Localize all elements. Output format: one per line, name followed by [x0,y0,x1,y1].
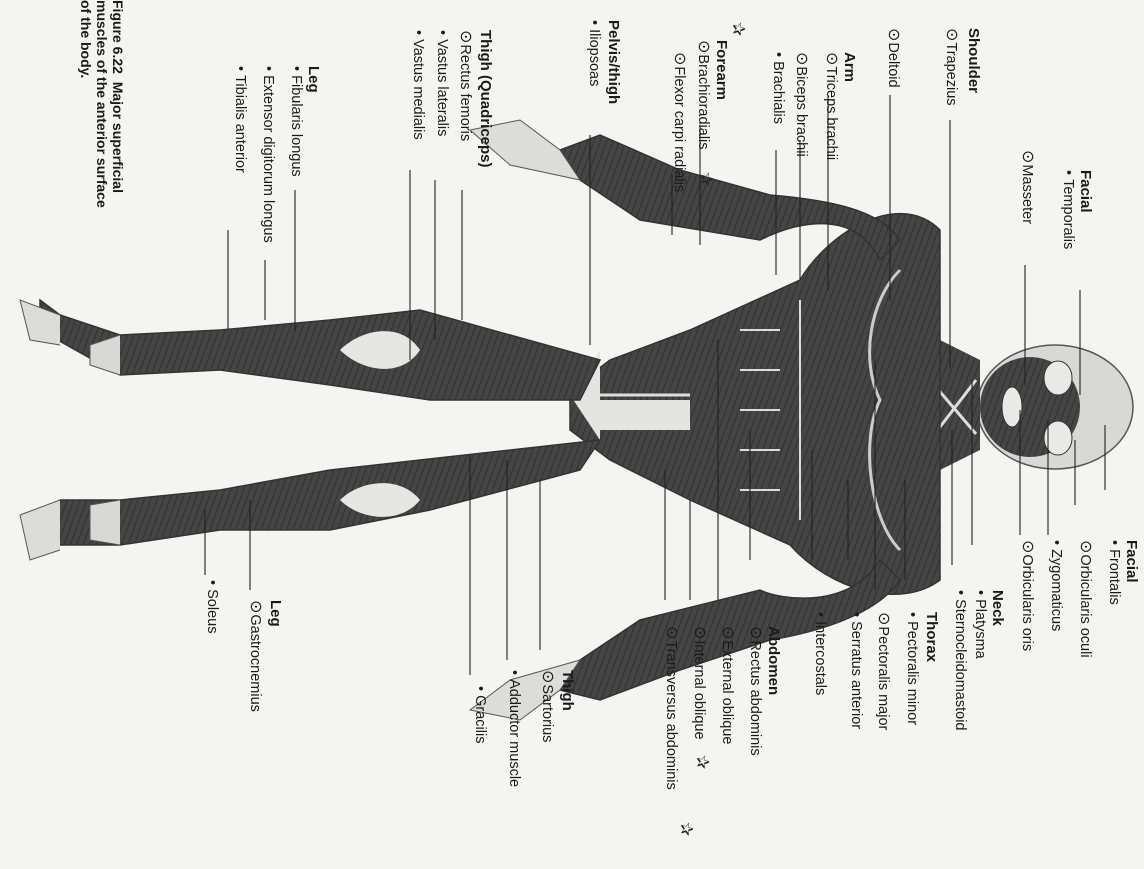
brachioradialis-label: Brachioradialis [694,40,712,150]
leg-lower-outline [20,440,600,560]
trapezius-label: Trapezius [942,28,960,106]
shoulder-heading: Shoulder [965,28,982,93]
torso-outline [570,214,940,595]
biceps-label: Biceps brachii [792,52,810,157]
head-outline [977,345,1133,469]
pectoralis-major-label: Pectoralis major [874,612,892,730]
extensor-digitorum-label: Extensor digitorum longus [259,66,276,243]
caption-text-2: muscles of the anterior surface [94,0,110,208]
vastus-lateralis-label: Vastus lateralis [433,30,450,136]
platysma-label: Platysma [971,590,988,659]
figure-number: Figure 6.22 [110,0,126,74]
forearm-heading: Forearm [713,40,730,100]
gastrocnemius-label: Gastrocnemius [246,600,264,712]
thigh-heading-left: Thigh (Quadriceps) [477,30,494,168]
thorax-heading: Thorax [923,612,940,662]
figure-caption-line1: Figure 6.22 Major superficial [110,0,126,193]
thigh-heading-right: Thigh [559,670,576,711]
pelvis-heading: Pelvis/thigh [605,20,622,104]
frontalis-label: Frontalis [1105,540,1122,605]
sartorius-label: Sartorius [538,670,556,742]
fibularis-label: Fibularis longus [287,66,304,177]
arm-lower-outline [470,560,900,720]
rectus-abdominis-label: Rectus abdominis [746,626,764,756]
star-mark-icon: ✰ [692,755,712,769]
brachialis-label: Brachialis [769,52,786,124]
tibialis-label: Tibialis anterior [231,66,248,173]
leg-heading-left: Leg [305,66,322,93]
caption-text-3: of the body. [78,0,94,78]
star-mark-icon: ✰ [676,822,696,836]
leg-upper-outline [20,300,600,400]
triceps-label: Triceps brachii [822,52,840,160]
masseter-label: Masseter [1018,150,1036,224]
sternocleidomastoid-label: Sternocleidomastoid [951,590,968,731]
rectus-femoris-label: Rectus femoris [456,30,474,141]
facial-heading-right: Facial [1123,540,1140,583]
intercostals-label: Intercostals [811,612,828,695]
adductor-label: Adductor muscle [505,670,522,787]
external-oblique-label: External oblique [718,626,736,744]
neck-heading: Neck [989,590,1006,626]
transversus-abdominis-label: Transversus abdominis [662,626,680,790]
gracilis-label: Gracilis [471,686,488,743]
orbicularis-oris-label: Orbicularis oris [1018,540,1036,651]
deltoid-label: Deltoid [884,28,902,88]
arm-heading: Arm [841,52,858,82]
internal-oblique-label: Internal oblique [690,626,708,740]
pectoralis-minor-label: Pectoralis minor [903,612,920,725]
temporalis-label: Temporalis [1059,170,1076,249]
flexor-carpi-label: Flexor carpi radialis [670,52,688,192]
iliopsoas-label: Iliopsoas [585,20,602,86]
leg-heading-right: Leg [267,600,284,627]
zygomaticus-label: Zygomaticus [1047,540,1064,631]
caption-text-1: Major superficial [110,82,126,193]
abdomen-heading: Abdomen [765,626,782,695]
orbicularis-oculi-label: Orbicularis oculi [1076,540,1094,658]
serratus-anterior-label: Serratus anterior [847,612,864,729]
star-mark-icon: ✰ [728,22,748,36]
vastus-medialis-label: Vastus medialis [409,30,426,140]
soleus-label: Soleus [203,580,220,633]
star-mark-icon: ✰ [696,172,716,186]
facial-heading-left: Facial [1077,170,1094,213]
